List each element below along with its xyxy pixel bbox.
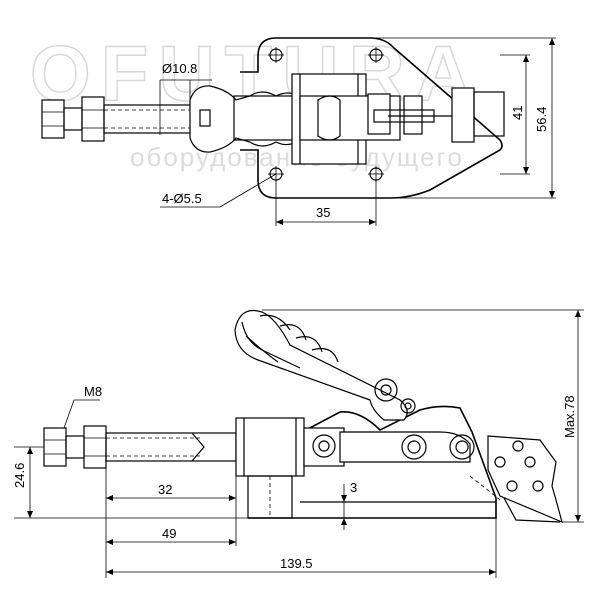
dim-body-len: 49 <box>162 526 176 541</box>
top-base-plate <box>240 37 503 199</box>
dim-thread-len: 32 <box>158 482 172 497</box>
top-hex-nut-1 <box>41 99 65 139</box>
dim-max-height: Max.78 <box>562 395 577 438</box>
side-hex-nut-1 <box>43 427 67 467</box>
dim-hole-spacing: 35 <box>316 205 330 220</box>
side-view: M8 24.6 32 49 139.5 3 <box>12 309 584 578</box>
top-linkage-pin <box>451 87 475 143</box>
thread-label: M8 <box>84 384 102 399</box>
side-pivot-1 <box>312 434 336 458</box>
top-view: Ø10.8 4-Ø5.5 35 41 56.4 <box>41 37 556 226</box>
dim-bore: Ø10.8 <box>162 61 197 76</box>
dim-holes: 4-Ø5.5 <box>162 191 202 206</box>
dim-inner-height: 41 <box>510 106 525 120</box>
side-base <box>248 405 497 519</box>
side-pivot-3 <box>449 434 475 460</box>
side-threaded-rod <box>105 432 237 462</box>
side-guide-block <box>235 417 305 477</box>
dim-total-len: 139.5 <box>280 556 313 571</box>
side-hex-nut-2 <box>83 425 107 469</box>
side-pivot-2 <box>401 434 427 460</box>
side-right-bracket <box>487 435 563 524</box>
dim-gap: 3 <box>350 480 357 495</box>
side-lever-arm <box>234 309 408 421</box>
dim-outer-height: 56.4 <box>534 107 549 132</box>
dim-thread-height: 24.6 <box>12 463 27 488</box>
side-handle-pivot <box>374 378 398 402</box>
top-hex-nut-2 <box>81 96 105 142</box>
